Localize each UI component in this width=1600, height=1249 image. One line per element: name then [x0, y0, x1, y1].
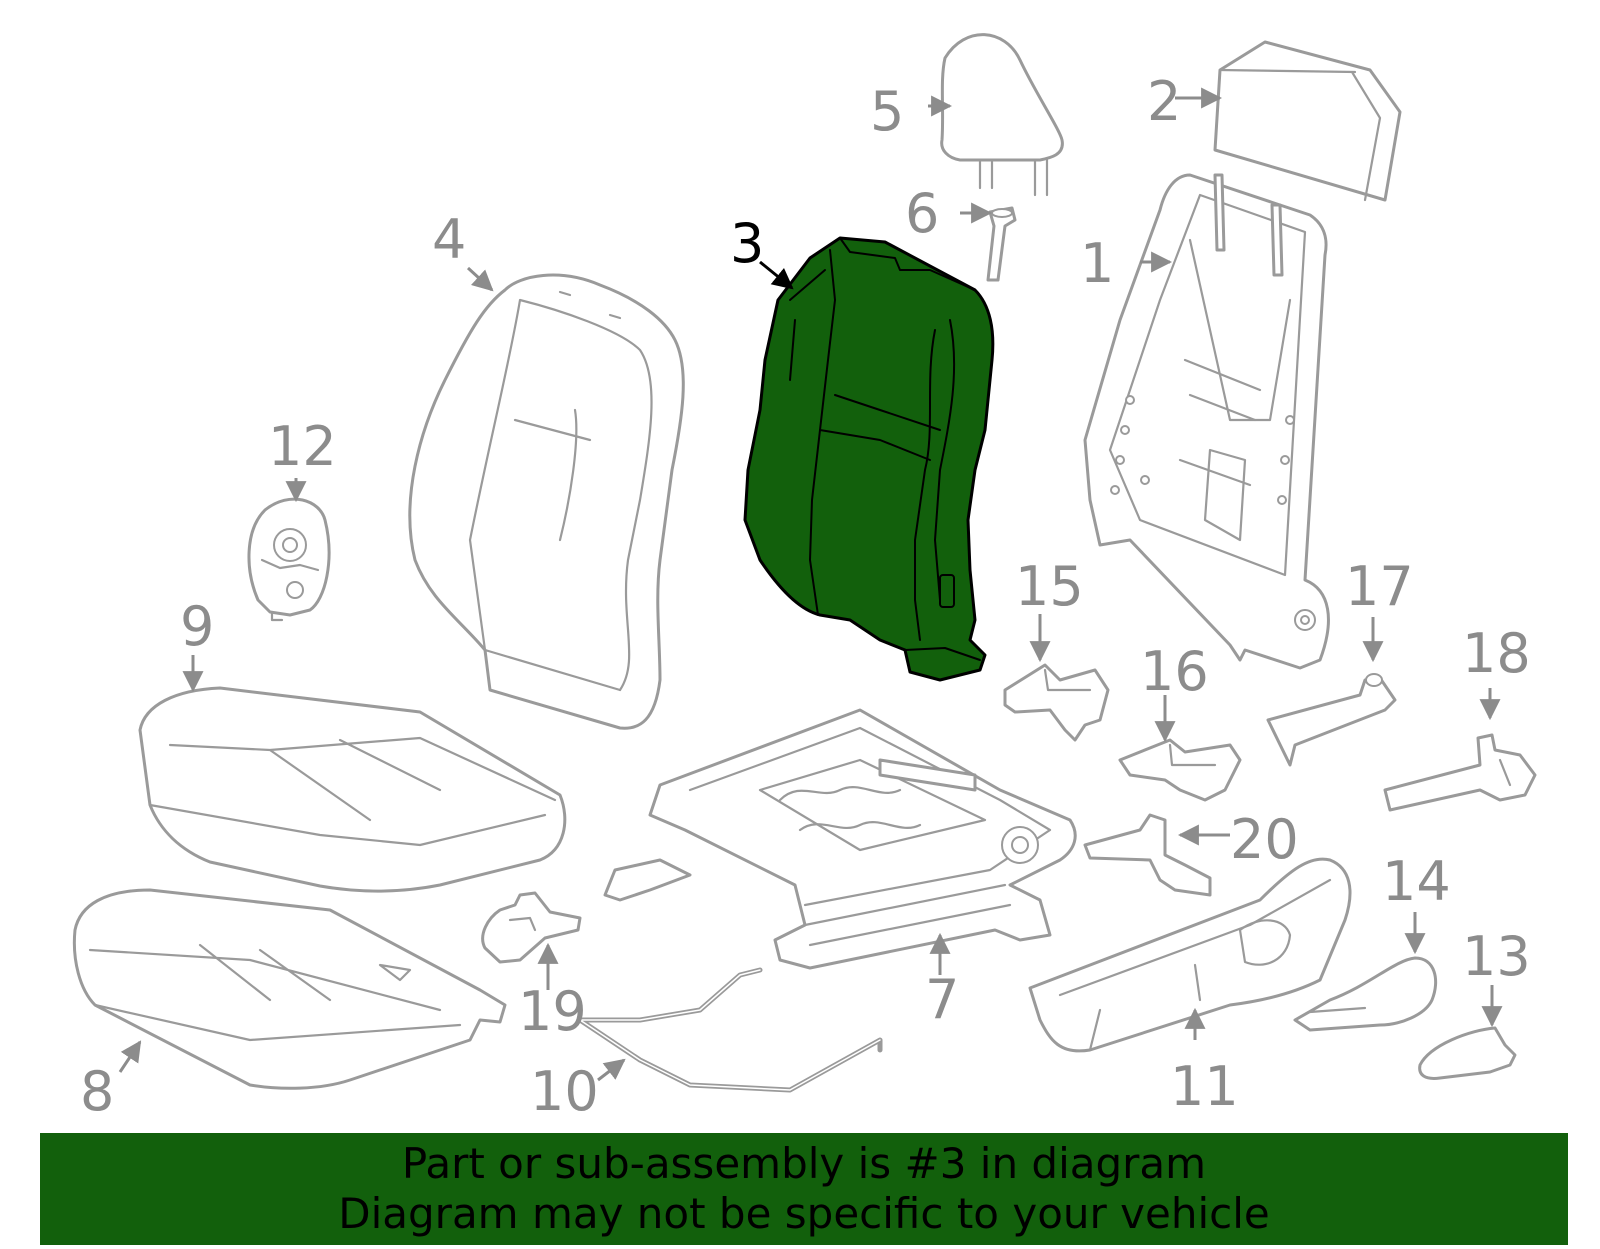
part-20-bracket — [1083, 813, 1212, 897]
callout-15: 15 — [1015, 555, 1084, 618]
part-12-recliner-cover — [247, 497, 331, 622]
callout-arrows — [118, 87, 1503, 1082]
callout-3: 3 — [730, 212, 764, 275]
part-10-cable — [577, 967, 883, 1093]
part-15-bracket — [1003, 663, 1110, 742]
part-6-clip — [986, 206, 1017, 282]
callout-20: 20 — [1230, 808, 1299, 871]
part-16-bracket — [1118, 738, 1242, 802]
callout-14: 14 — [1382, 850, 1451, 913]
part-13-knob — [1418, 1026, 1517, 1080]
callout-19: 19 — [518, 980, 587, 1043]
callout-13: 13 — [1462, 925, 1531, 988]
part-9-cushion-cover — [138, 686, 567, 893]
part-17-lever — [1266, 673, 1397, 767]
callout-16: 16 — [1140, 640, 1209, 703]
banner-disclaimer: Diagram may not be specific to your vehi… — [338, 1189, 1270, 1238]
callout-12: 12 — [268, 415, 337, 478]
info-banner: Part or sub-assembly is #3 in diagram Di… — [40, 1133, 1568, 1245]
callout-1: 1 — [1080, 232, 1114, 295]
callout-10: 10 — [530, 1060, 599, 1123]
callout-7: 7 — [925, 968, 959, 1031]
callout-18: 18 — [1462, 622, 1531, 685]
part-4-seatback-cover — [408, 273, 685, 730]
part-7-seat-frame — [603, 708, 1077, 970]
callout-6: 6 — [905, 182, 939, 245]
part-3-seatback-pad — [743, 236, 995, 682]
part-19-bracket — [481, 891, 582, 964]
callout-17: 17 — [1345, 555, 1414, 618]
part-5-headrest — [940, 33, 1064, 197]
part-1-seatback-frame — [1083, 173, 1330, 670]
callout-9: 9 — [180, 595, 214, 658]
banner-part-note: Part or sub-assembly is #3 in diagram — [401, 1139, 1207, 1188]
part-8-cushion-pad — [72, 888, 507, 1090]
part-14-knob — [1293, 956, 1438, 1032]
callout-4: 4 — [432, 208, 466, 271]
callout-5: 5 — [870, 80, 904, 143]
callout-11: 11 — [1170, 1055, 1239, 1118]
part-2-pad — [1213, 40, 1402, 202]
callout-labels: 1 2 3 4 5 6 7 8 9 10 11 12 13 14 15 16 1… — [80, 70, 1531, 1123]
part-18-lever — [1383, 733, 1537, 812]
part-11-side-shield — [1028, 857, 1352, 1053]
callout-8: 8 — [80, 1060, 114, 1123]
callout-2: 2 — [1147, 70, 1181, 133]
